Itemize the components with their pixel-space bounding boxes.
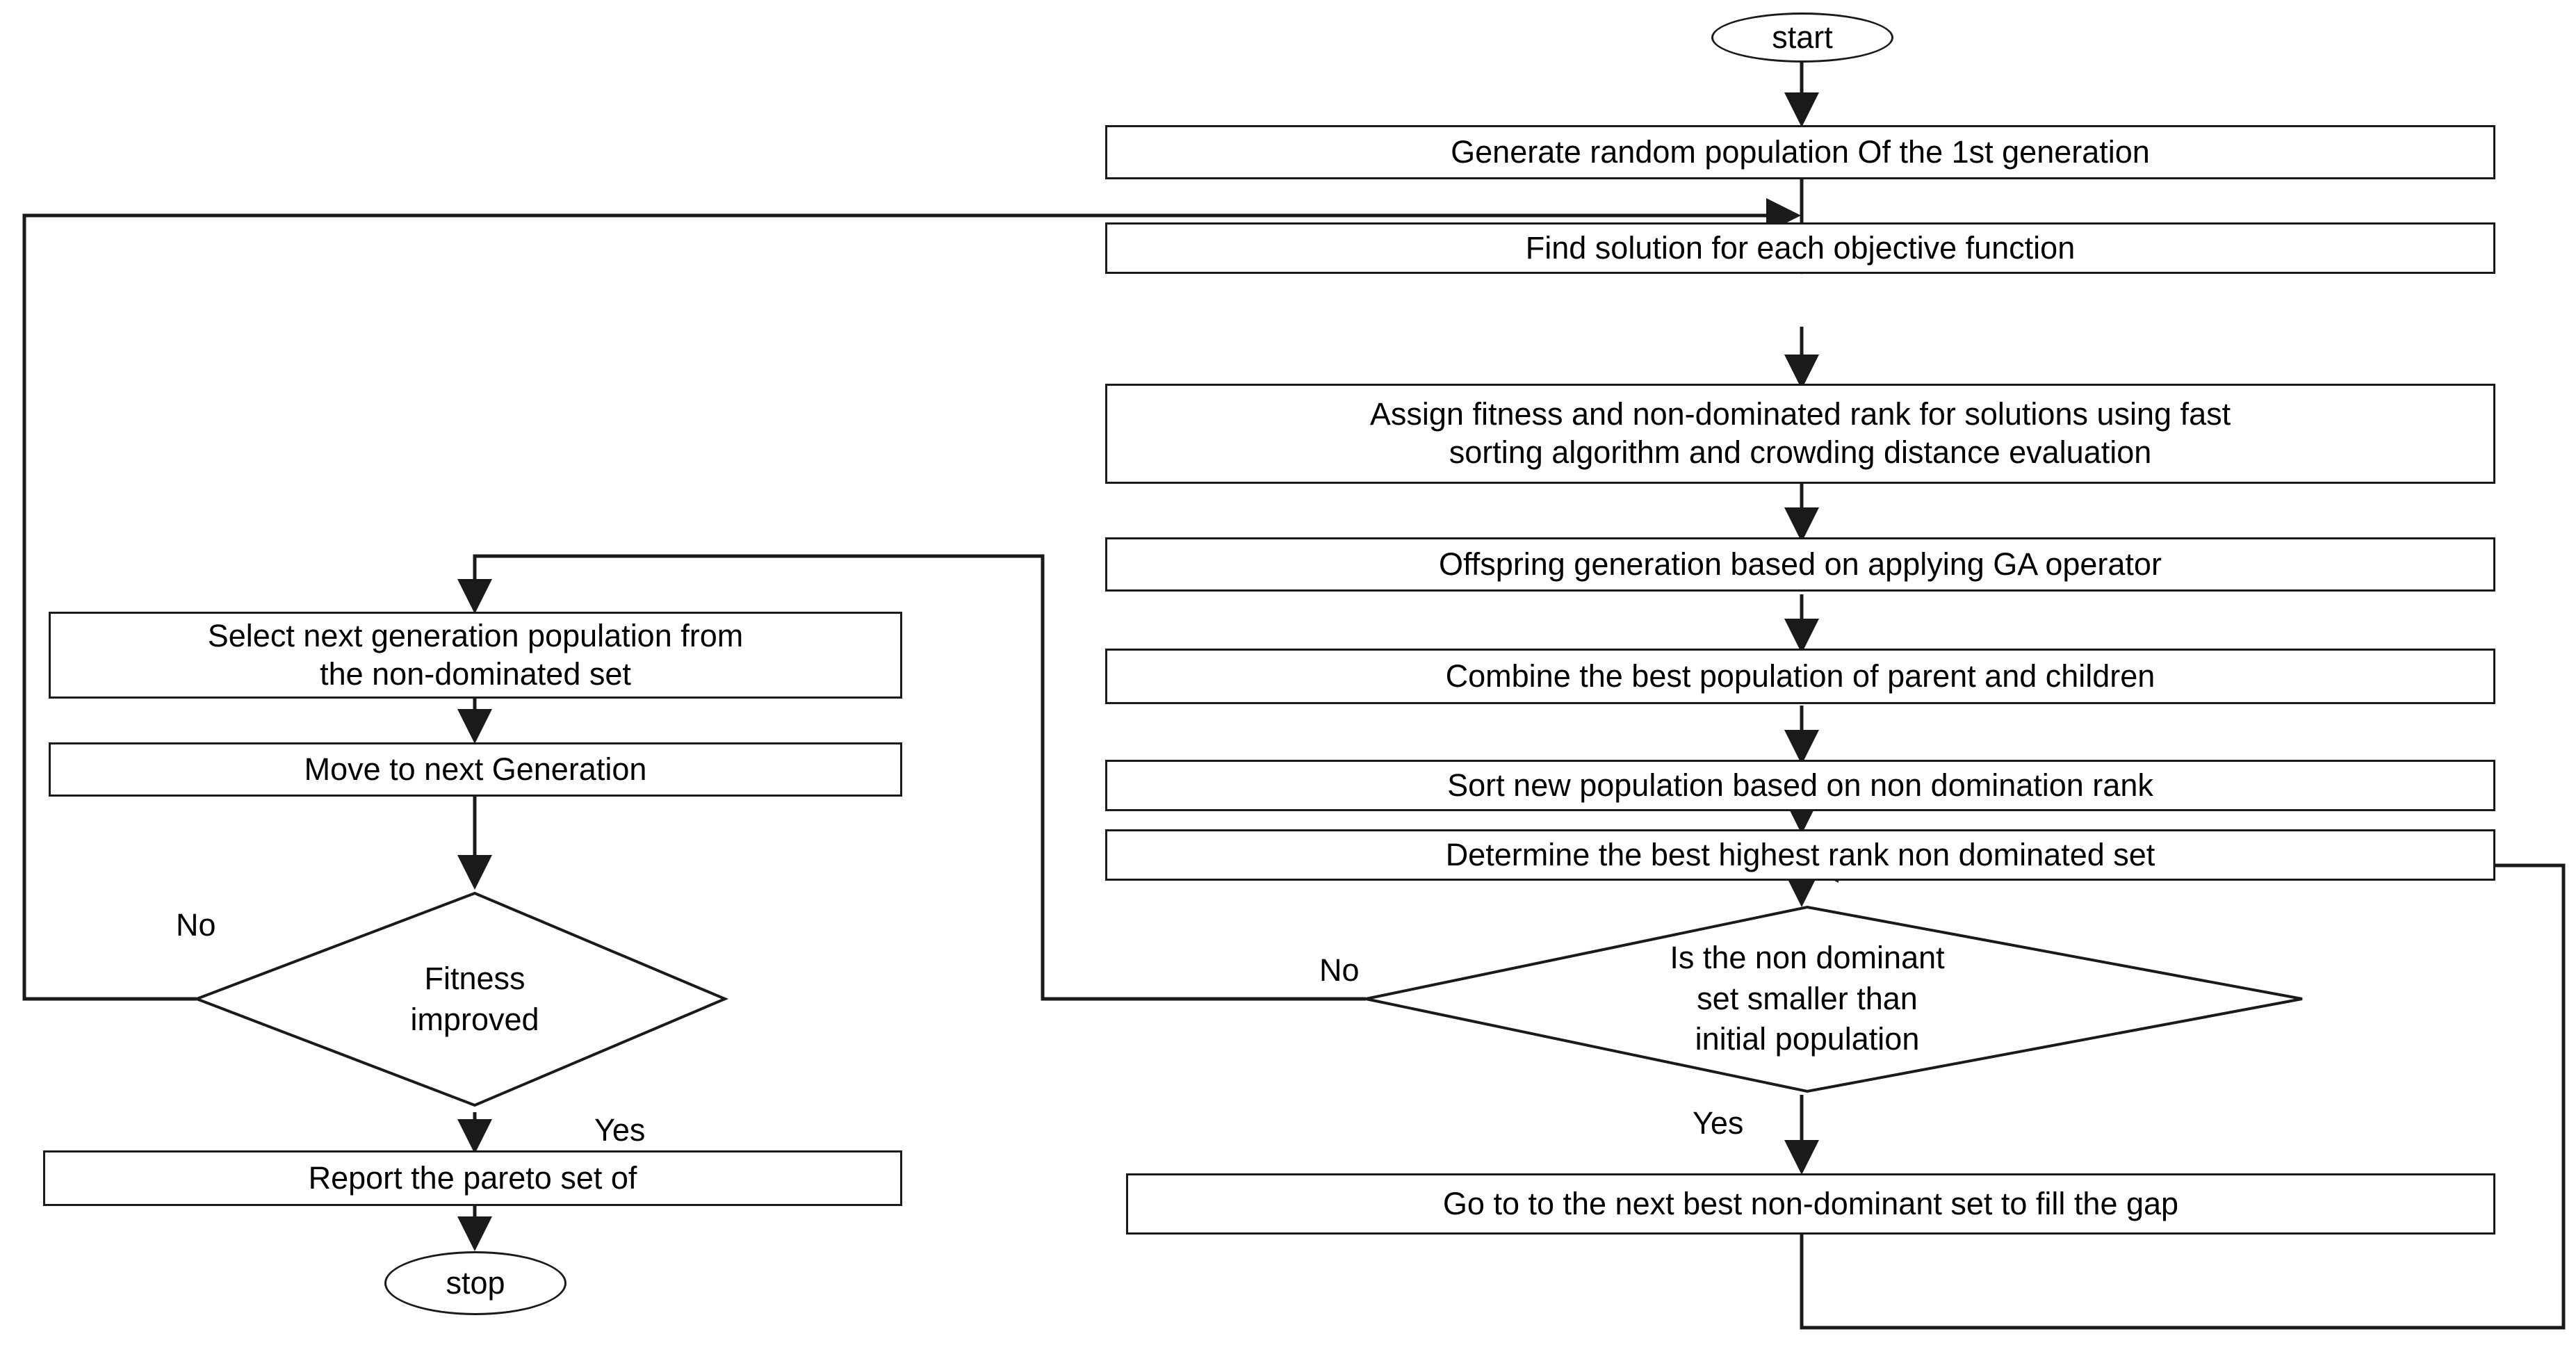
node-find-solution-label: Find solution for each objective functio… xyxy=(1525,229,2076,266)
node-select-next-generation[interactable]: Select next generation population from t… xyxy=(49,612,902,699)
nondominant-diamond-shape xyxy=(1365,905,2303,1093)
edge-label-nondominant-yes: Yes xyxy=(1693,1105,1744,1141)
node-combine-population[interactable]: Combine the best population of parent an… xyxy=(1105,649,2495,704)
node-stop[interactable]: stop xyxy=(384,1251,566,1315)
node-offspring-generation-label: Offspring generation based on applying G… xyxy=(1439,546,2162,582)
node-combine-population-label: Combine the best population of parent an… xyxy=(1445,658,2155,694)
node-go-to-next-best-label: Go to to the next best non-dominant set … xyxy=(1442,1185,2179,1221)
node-assign-fitness-label: Assign fitness and non-dominated rank fo… xyxy=(1369,396,2231,470)
node-determine-best[interactable]: Determine the best highest rank non domi… xyxy=(1105,829,2495,881)
node-stop-label: stop xyxy=(446,1264,505,1301)
node-start[interactable]: start xyxy=(1711,13,1893,63)
edge-fitness-no-feedback xyxy=(22,198,1801,1001)
fitness-diamond-shape xyxy=(193,891,729,1107)
node-assign-fitness[interactable]: Assign fitness and non-dominated rank fo… xyxy=(1105,384,2495,484)
edge-label-nondominant-no: No xyxy=(1319,952,1360,988)
node-generate-population[interactable]: Generate random population Of the 1st ge… xyxy=(1105,125,2495,179)
node-report-pareto-set-label: Report the pareto set of xyxy=(308,1159,637,1196)
node-find-solution[interactable]: Find solution for each objective functio… xyxy=(1105,222,2495,274)
edge-label-fitness-no: No xyxy=(176,907,216,943)
node-move-next-generation[interactable]: Move to next Generation xyxy=(49,742,902,797)
edge-decision-no-to-select xyxy=(457,554,1366,1001)
node-generate-population-label: Generate random population Of the 1st ge… xyxy=(1451,133,2150,170)
node-offspring-generation[interactable]: Offspring generation based on applying G… xyxy=(1105,537,2495,592)
node-move-next-generation-label: Move to next Generation xyxy=(304,751,647,787)
node-report-pareto-set[interactable]: Report the pareto set of xyxy=(43,1150,902,1206)
node-determine-best-label: Determine the best highest rank non domi… xyxy=(1445,836,2155,872)
node-start-label: start xyxy=(1772,19,1833,55)
node-sort-new-population[interactable]: Sort new population based on non dominat… xyxy=(1105,760,2495,811)
node-select-next-generation-label: Select next generation population from t… xyxy=(207,617,744,692)
node-go-to-next-best[interactable]: Go to to the next best non-dominant set … xyxy=(1126,1173,2495,1235)
node-sort-new-population-label: Sort new population based on non dominat… xyxy=(1447,767,2153,803)
edge-goto-return-loop xyxy=(1800,848,2566,1330)
edge-label-fitness-yes: Yes xyxy=(594,1112,646,1148)
